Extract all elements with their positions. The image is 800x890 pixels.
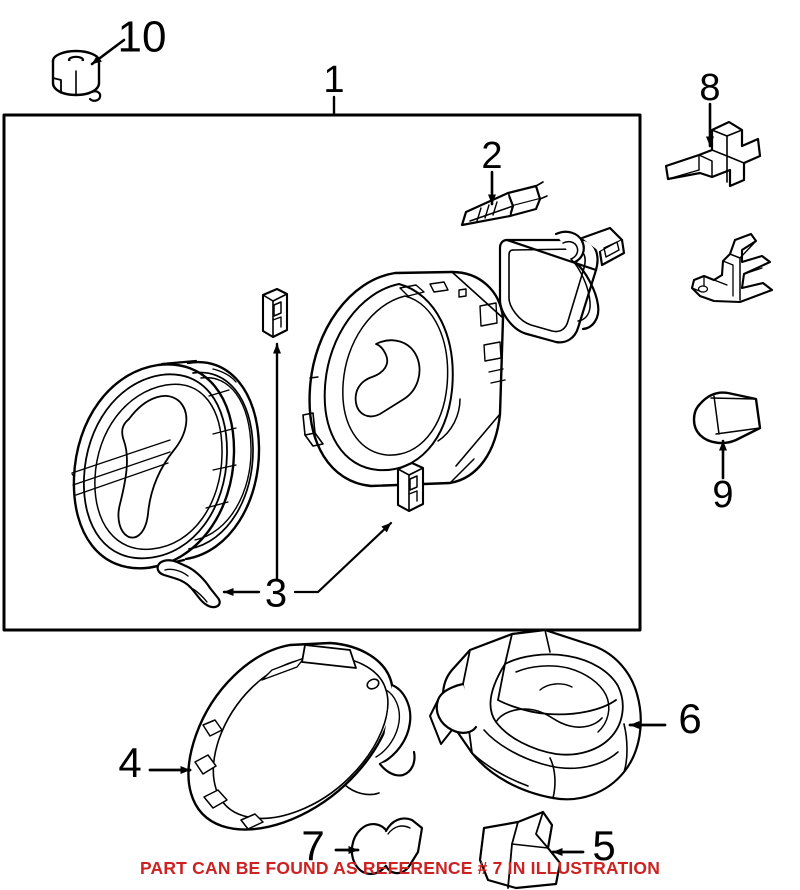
callout-label-9: 9 xyxy=(712,474,733,516)
part-8-wiring-terminal xyxy=(664,120,762,188)
callout-arrow-3-right xyxy=(293,521,393,594)
part-7-bulb-retainer-clip xyxy=(350,817,424,876)
part-5-gasket-wedge xyxy=(478,810,562,890)
callout-label-4: 4 xyxy=(118,739,141,786)
part-4-housing-seal xyxy=(187,641,416,831)
callout-label-3: 3 xyxy=(265,572,287,616)
part-3-retaining-clip-upper xyxy=(261,287,289,339)
part-2-mounting-bolt xyxy=(460,181,548,227)
callout-label-2: 2 xyxy=(481,135,502,177)
callout-label-8: 8 xyxy=(699,67,720,109)
part-3-retaining-clip-lower xyxy=(396,461,425,513)
callout-arrow-10 xyxy=(90,38,126,66)
part-3-retaining-bracket xyxy=(156,559,221,609)
callout-label-6: 6 xyxy=(678,695,701,742)
part-headlight-bracket xyxy=(498,226,626,344)
callout-label-10: 10 xyxy=(118,13,167,62)
callout-label-1: 1 xyxy=(323,59,344,101)
part-headlight-lens xyxy=(71,359,261,570)
part-10-bulb-socket-cap xyxy=(51,49,102,102)
callout-label-5: 5 xyxy=(592,822,615,869)
callout-label-7: 7 xyxy=(301,822,324,869)
part-wiring-terminal-lower xyxy=(690,232,774,304)
part-6-rubber-boot xyxy=(429,628,642,801)
part-headlight-reflector xyxy=(302,270,506,488)
part-9-bulb-retainer xyxy=(692,391,762,445)
